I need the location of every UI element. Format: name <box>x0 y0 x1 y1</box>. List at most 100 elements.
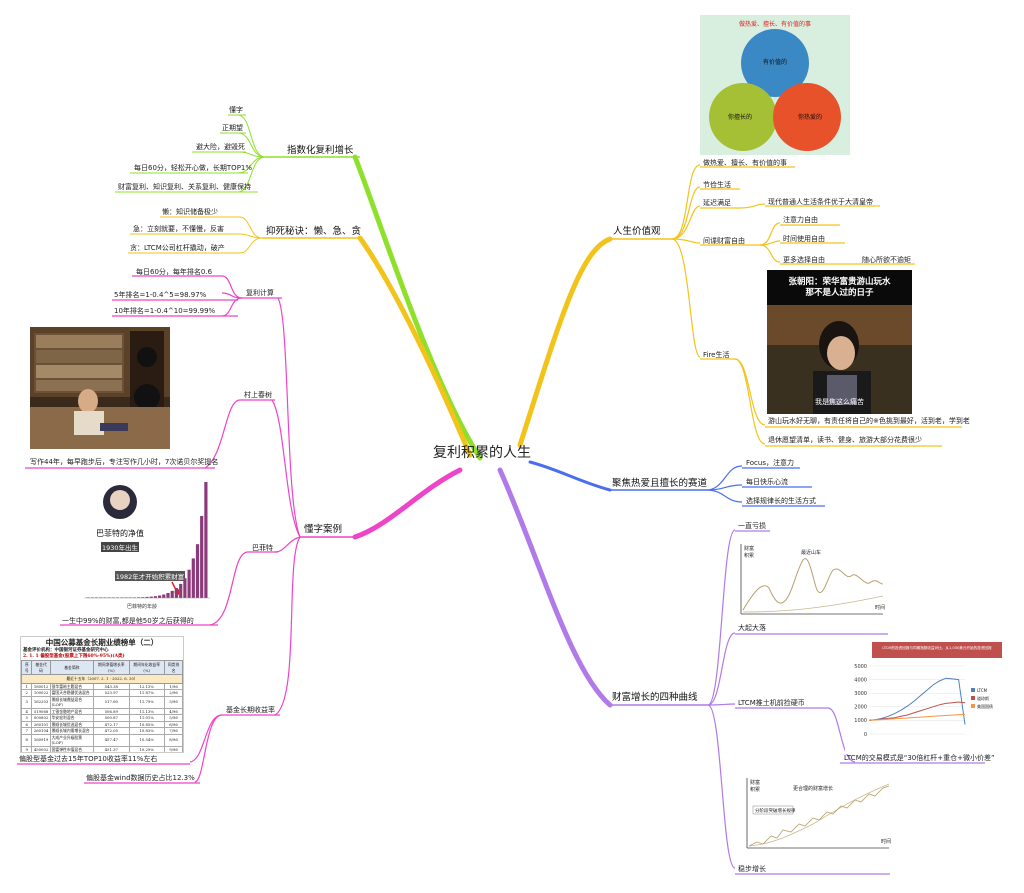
ltcm-ytick: 3000 <box>854 691 867 697</box>
fund-cell: 517.60 <box>93 695 130 709</box>
ltcm-ytick: 0 <box>864 732 867 738</box>
fund-cell: 景顺长城内需增长混合 <box>49 727 95 735</box>
fund-cell: 160919 <box>31 733 51 747</box>
case-buffett[interactable]: 巴菲特 <box>252 544 273 552</box>
leaf-exp-0[interactable]: 懂字 <box>229 106 243 114</box>
leaf-focus-1[interactable]: 每日快乐心流 <box>746 478 788 486</box>
buffett-xlabel: 巴菲特的年龄 <box>127 603 157 610</box>
topic-curves[interactable]: 财富增长的四种曲线 <box>612 692 698 703</box>
topic-secret[interactable]: 抑死秘诀：懒、急、贪 <box>266 226 362 237</box>
ltcm-series-line <box>868 677 966 725</box>
steady-note: 分阶段突破增长规律 <box>755 807 796 814</box>
fund-cell: 457.47 <box>93 733 130 747</box>
leaf-values-0[interactable]: 做热爱、擅长、有价值的事 <box>703 159 787 167</box>
fund-leaf-0[interactable]: 偏股型基金过去15年TOP10收益率11%左右 <box>19 755 158 763</box>
ltcm-ytick: 2000 <box>854 705 867 711</box>
buffett-bar <box>103 597 107 598</box>
fund-cell: 180012 <box>31 682 51 690</box>
leaf-freedom-extra[interactable]: 随心所欲不逾矩 <box>862 256 911 264</box>
leaf-fire-1[interactable]: 退休愿望清单，读书、健身、旅游大部分花费很少 <box>768 436 922 444</box>
leaf-values-1[interactable]: 节俭生活 <box>703 181 731 189</box>
leaf-exp-1[interactable]: 正期望 <box>222 124 243 132</box>
leaf-exp-3[interactable]: 每日60分，轻松开心做，长期TOP1% <box>134 164 253 172</box>
case-calc[interactable]: 复利计算 <box>246 289 274 297</box>
buffett-bar <box>187 569 191 598</box>
fund-cell: 5/96 <box>163 714 183 722</box>
buffett-bar <box>99 597 103 598</box>
rc-ylabel-1: 财富 <box>744 545 754 552</box>
fire-photo-scene <box>767 305 912 414</box>
fund-cell: 450002 <box>31 745 51 752</box>
buffett-bar <box>94 597 99 598</box>
leaf-focus-0[interactable]: Focus，注意力 <box>746 459 794 467</box>
th-0: 序号 <box>21 660 33 675</box>
buffett-bar <box>111 597 115 598</box>
leaf-values-2[interactable]: 延迟满足 <box>703 199 731 207</box>
fund-cell: 1 <box>21 682 33 690</box>
ltcm-chart-title: LTCM的投资回报与同期指数收益对比，从1,000美元开始的投资回报 <box>882 645 992 650</box>
leaf-fire[interactable]: Fire生活 <box>703 351 730 359</box>
leaf-calc-1[interactable]: 5年排名=1-0.4^5=98.97% <box>114 291 207 299</box>
leaf-curve-1[interactable]: 大起大落 <box>738 624 766 632</box>
leaf-secret-1[interactable]: 急：立刻就要，不懂慢，反害 <box>133 225 224 233</box>
leaf-exp-2[interactable]: 避大险，避毁死 <box>196 143 245 151</box>
fund-cell: 9 <box>21 745 33 752</box>
fund-row: 10450001国富成长动力混合335.8010.18%10/96 <box>22 753 183 754</box>
steady-xlabel: 时间 <box>881 838 891 845</box>
fund-cell: 9/96 <box>163 745 183 752</box>
leaf-curve-3[interactable]: 稳步增长 <box>738 865 766 873</box>
buffett-bar <box>174 588 178 598</box>
fund-cell: 11.01% <box>128 714 165 722</box>
topic-focus[interactable]: 聚焦热爱且擅长的赛道 <box>612 478 708 489</box>
fund-cell: 8/96 <box>163 733 183 747</box>
topic-values[interactable]: 人生价值观 <box>613 226 661 237</box>
legend-2: 美国国债 <box>977 703 993 709</box>
branch-focus <box>528 460 612 492</box>
leaf-freedom-2[interactable]: 更多选择自由 <box>783 256 825 264</box>
ltcm-series-line <box>868 713 966 721</box>
fund-cell: 260101 <box>31 720 51 728</box>
topic-cases[interactable]: 懂字案例 <box>304 524 343 535</box>
fire-photo: 张朝阳：荣华富贵游山玩水 那不是人过的日子 我是焦这么痛苦 <box>767 270 912 414</box>
fund-cell: 8 <box>21 733 33 747</box>
leaf-delay-detail[interactable]: 现代普通人生活条件优于大清皇帝 <box>768 198 873 206</box>
rc-peak-label: 最近山车 <box>801 549 821 556</box>
buffett-caption: 一生中99%的财富,都是他50岁之后获得的 <box>62 617 194 625</box>
leaf-freedom-1[interactable]: 时间使用自由 <box>783 235 825 243</box>
fund-leaf-1[interactable]: 偏股基金wind数据历史占比12.3% <box>86 774 195 782</box>
case-fund[interactable]: 基金长期收益率 <box>226 706 275 714</box>
fund-cell: 162203 <box>31 695 51 709</box>
leaf-exp-4[interactable]: 财富复利、知识复利、关系复利、健康保持 <box>118 183 251 191</box>
ltcm-ytick: 1000 <box>854 718 867 724</box>
venn-circle-value <box>741 29 809 97</box>
buffett-bar <box>90 597 94 598</box>
fund-cell: 大成产业升级股票(LOF) <box>49 733 95 747</box>
branch-exp <box>352 154 483 461</box>
leaf-calc-2[interactable]: 10年排名=1-0.4^10=99.99% <box>114 307 216 315</box>
leaf-freedom-0[interactable]: 注意力自由 <box>783 216 818 224</box>
leaf-freedom[interactable]: 间谍财富自由 <box>703 237 745 245</box>
th-5: 同类排名 <box>163 660 183 675</box>
case-murakami[interactable]: 村上春树 <box>244 391 272 399</box>
ltcm-caption: LTCM的交易模式是“30倍杠杆+重仓+微小价差” <box>844 754 995 762</box>
leaf-fire-0[interactable]: 游山玩水好无聊，有责任将自己的※色挑到最好，活到老，学到老 <box>768 417 970 425</box>
leaf-calc-0[interactable]: 每日60分，每年排名0.6 <box>136 268 213 276</box>
ltcm-ytick: 4000 <box>854 677 867 683</box>
central-topic[interactable]: 复利积累的人生 <box>433 445 531 461</box>
ltcm-ytick: 5000 <box>854 664 867 670</box>
leaf-secret-0[interactable]: 懒：知识储备极少 <box>162 208 218 216</box>
fund-cell: 3/96 <box>163 695 183 709</box>
buffett-bar <box>145 596 149 598</box>
th-2: 基金简称 <box>49 660 95 675</box>
leaf-focus-2[interactable]: 选择规律长的生活方式 <box>746 497 816 505</box>
topic-exponential-growth[interactable]: 指数化复利增长 <box>287 145 354 156</box>
note-label: 1982年才开始积累财富 <box>116 572 185 581</box>
leaf-curve-2[interactable]: LTCM推土机前捡硬币 <box>738 699 805 707</box>
leaf-secret-2[interactable]: 贪：LTCM公司杠杆撬动，破产 <box>130 244 225 252</box>
buffett-bar <box>124 597 128 598</box>
leaf-curve-0[interactable]: 一直亏损 <box>738 522 766 530</box>
branch-curves <box>497 467 613 708</box>
